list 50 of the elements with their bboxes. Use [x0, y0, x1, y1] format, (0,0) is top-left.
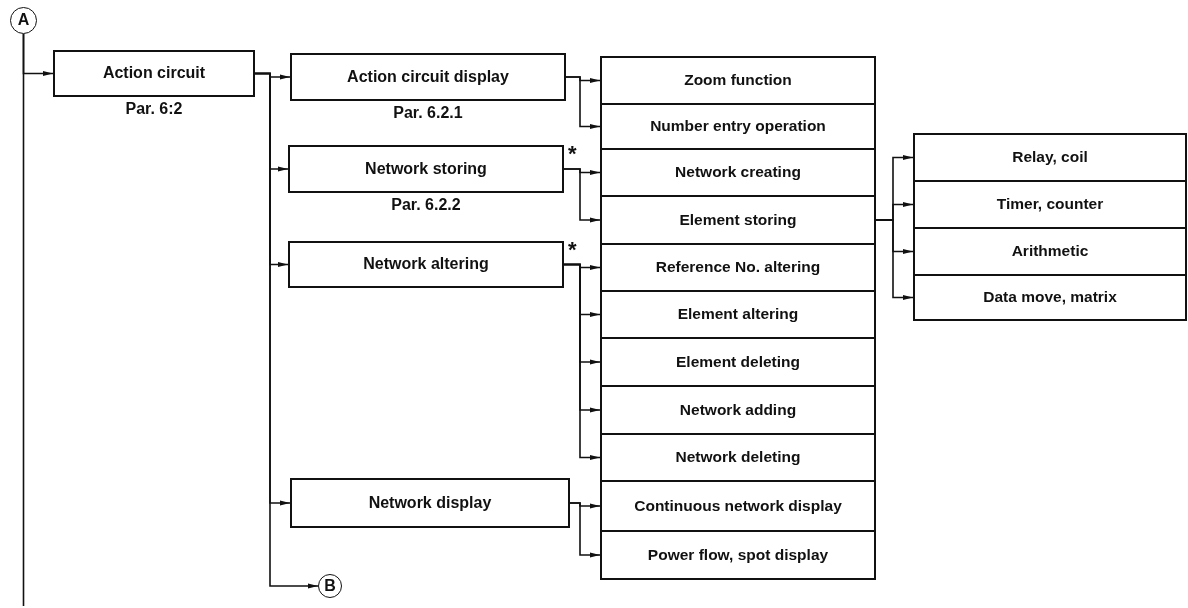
connector-line: [22, 33, 25, 607]
asterisk-mark: *: [568, 141, 577, 167]
arrow: [875, 219, 914, 300]
box-label: Timer, counter: [995, 196, 1105, 213]
box-label: Zoom function: [683, 72, 793, 89]
function-box: [600, 148, 876, 197]
box-label: Network deleting: [674, 449, 802, 466]
box-label: Continuous network display: [633, 497, 843, 515]
box-label: Element altering: [676, 306, 800, 323]
arrow: [565, 76, 601, 129]
function-box: [600, 290, 876, 339]
box-label: Network creating: [674, 164, 802, 181]
paragraph-reference: Par. 6:2: [124, 100, 184, 118]
function-box: [600, 337, 876, 387]
box-label: Reference No. altering: [654, 259, 822, 276]
paragraph-reference: Par. 6.2.2: [390, 196, 462, 214]
function-box: [600, 433, 876, 482]
function-box: [913, 274, 1187, 321]
paragraph-reference: Par. 6.2.1: [392, 104, 464, 122]
box-label: Network storing: [364, 160, 488, 178]
function-box: [913, 180, 1187, 229]
arrow: [563, 263, 601, 460]
arrow: [569, 502, 601, 558]
arrow: [254, 72, 319, 589]
function-box: [600, 195, 876, 245]
asterisk-mark: *: [568, 237, 577, 263]
function-box: [600, 530, 876, 580]
connector-letter: B: [323, 577, 337, 595]
box-label: Action circuit display: [346, 68, 510, 86]
box-label: Network altering: [362, 256, 490, 273]
function-box: [913, 227, 1187, 276]
function-box: [600, 385, 876, 435]
box-label: Relay, coil: [1011, 149, 1089, 166]
function-box: [600, 56, 876, 105]
connector-letter: A: [16, 12, 31, 29]
box-label: Element storing: [678, 211, 798, 229]
function-box: [600, 103, 876, 150]
box-label: Element deleting: [675, 353, 801, 371]
box-label: Action circuit: [101, 65, 207, 82]
box-label: Network adding: [678, 401, 798, 419]
box-label: Arithmetic: [1010, 243, 1090, 260]
process-box: [290, 478, 570, 528]
box-label: Network display: [367, 494, 493, 512]
box-label: Number entry operation: [649, 118, 827, 135]
function-box: [600, 243, 876, 292]
box-label: Power flow, spot display: [646, 546, 830, 564]
box-label: Data move, matrix: [982, 289, 1118, 306]
function-box: [600, 480, 876, 532]
arrow: [563, 168, 601, 223]
function-box: [913, 133, 1187, 182]
